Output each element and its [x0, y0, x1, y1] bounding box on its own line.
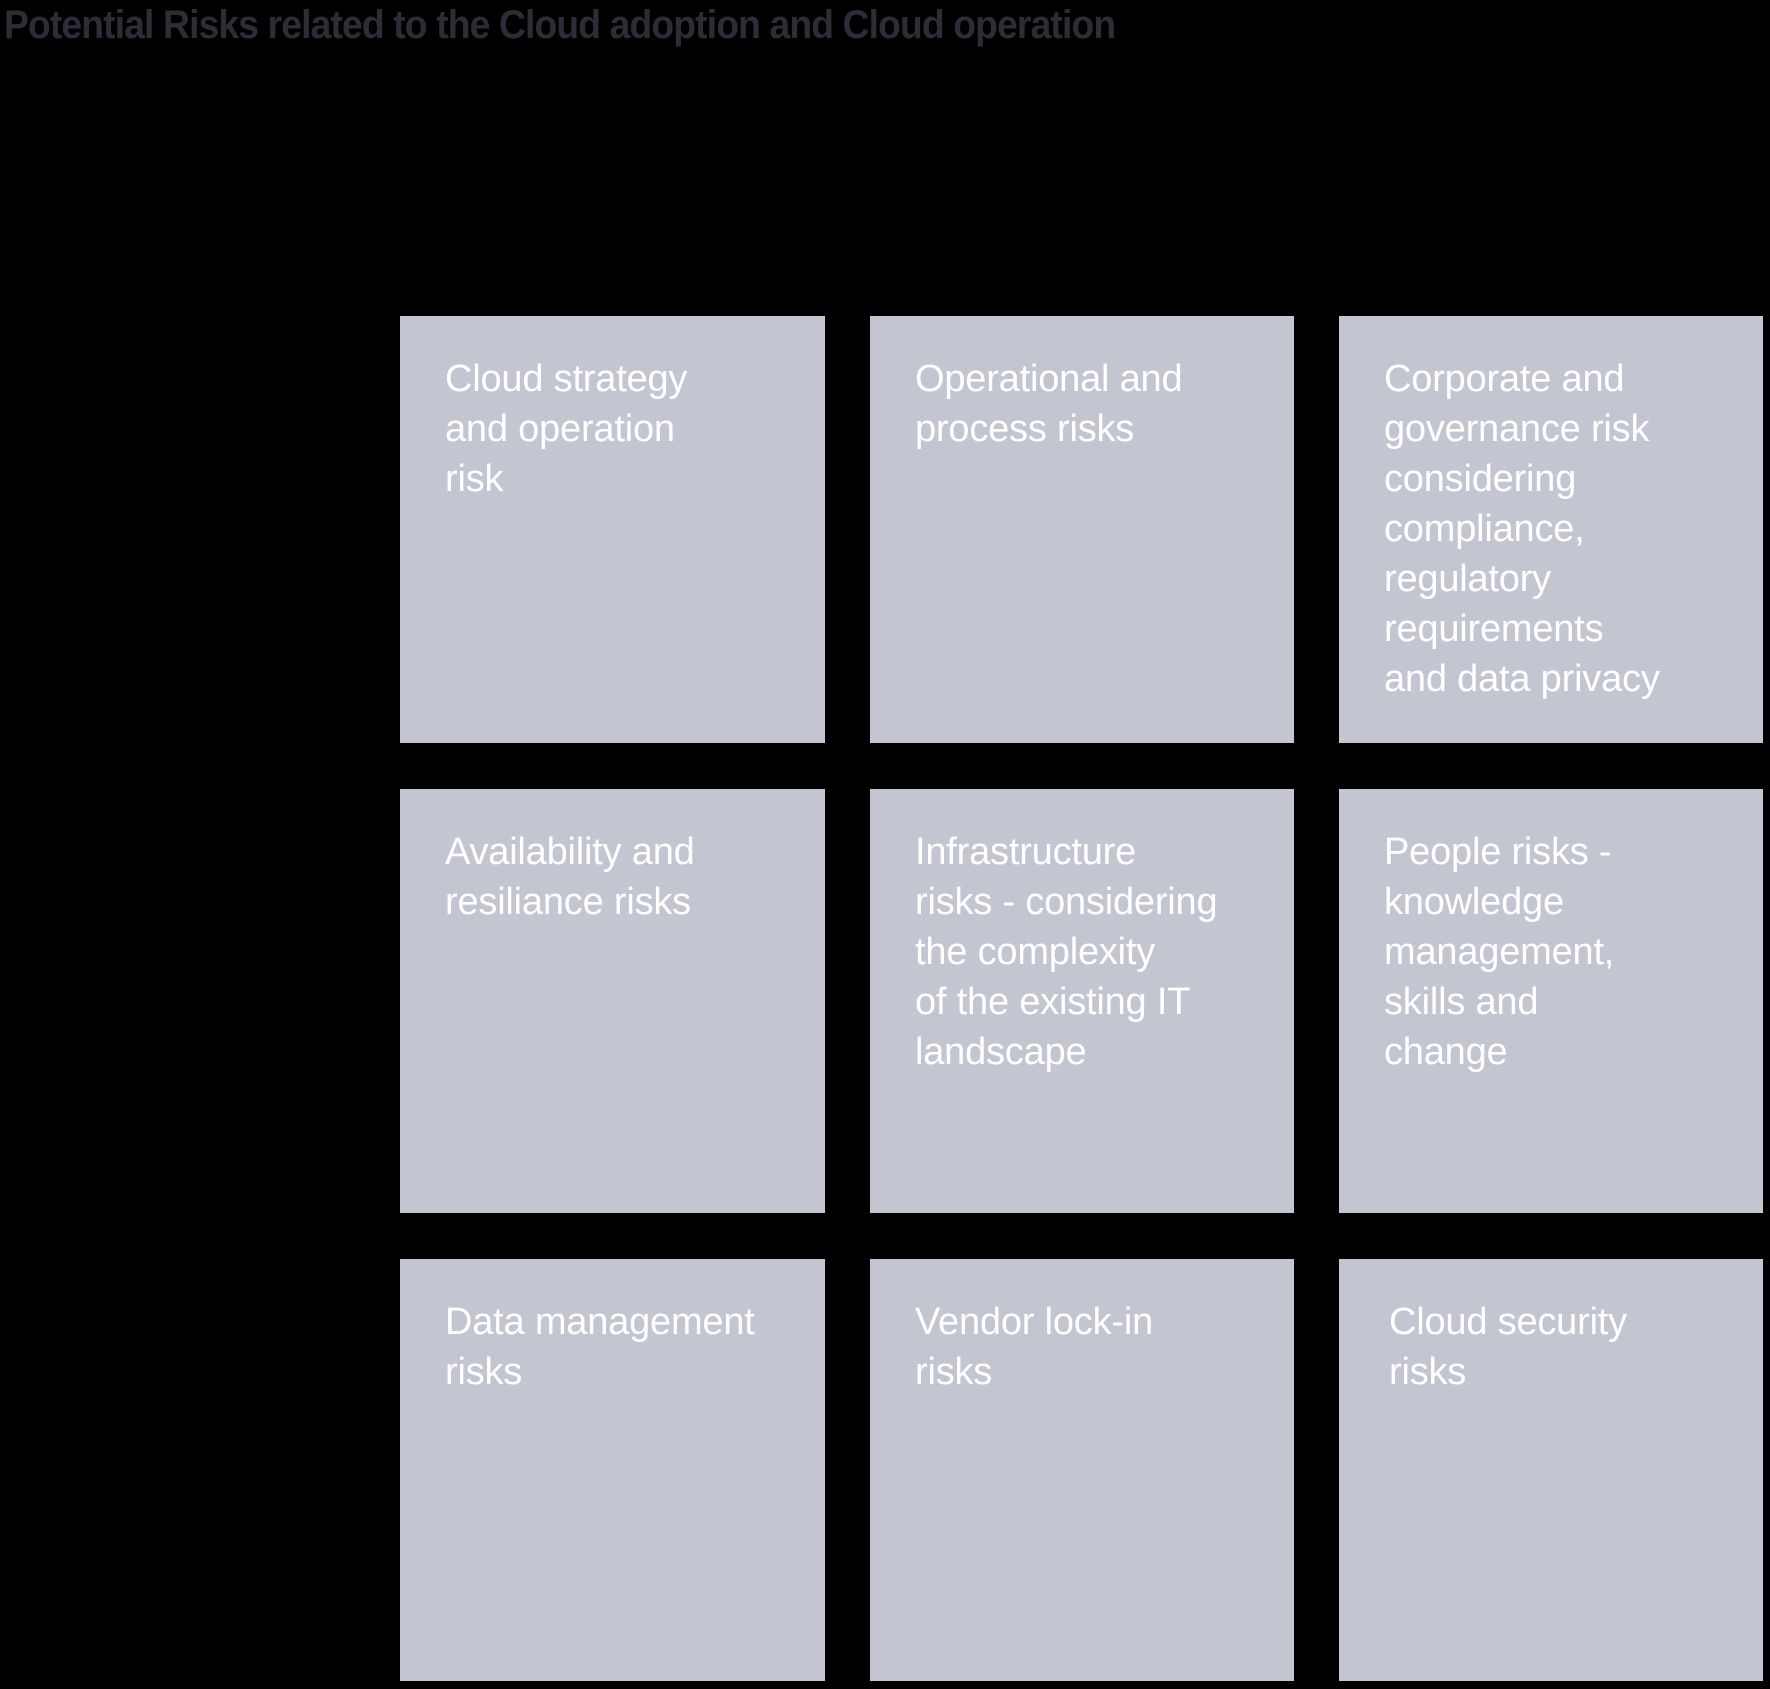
risk-card-data-management-risks[interactable]: Data management risks [400, 1259, 825, 1681]
risk-card-label: Cloud security risks [1389, 1301, 1627, 1393]
risk-card-label: Operational and process risks [915, 358, 1183, 450]
risk-card-label: Availability and resiliance risks [445, 831, 695, 923]
risk-card-vendor-lock-in-risks[interactable]: Vendor lock-in risks [870, 1259, 1294, 1681]
page-title: Potential Risks related to the Cloud ado… [4, 3, 1116, 47]
risk-card-people-risks[interactable]: People risks - knowledge management, ski… [1339, 789, 1763, 1213]
risk-card-operational-and-process-risks[interactable]: Operational and process risks [870, 316, 1294, 743]
risk-card-corporate-and-governance-risk[interactable]: Corporate and governance risk considerin… [1339, 316, 1763, 743]
risk-card-label: Data management risks [445, 1301, 755, 1393]
risk-grid: Cloud strategy and operation risk Operat… [400, 316, 1763, 1689]
risk-card-cloud-strategy-and-operation-risk[interactable]: Cloud strategy and operation risk [400, 316, 825, 743]
risk-card-label: People risks - knowledge management, ski… [1384, 831, 1615, 1073]
risk-card-label: Infrastructure risks - considering the c… [915, 831, 1218, 1073]
risk-card-label: Cloud strategy and operation risk [445, 358, 688, 500]
risk-card-label: Corporate and governance risk considerin… [1384, 358, 1660, 700]
risk-card-cloud-security-risks[interactable]: Cloud security risks [1339, 1259, 1763, 1681]
risk-card-label: Vendor lock-in risks [915, 1301, 1154, 1393]
risk-card-infrastructure-risks[interactable]: Infrastructure risks - considering the c… [870, 789, 1294, 1213]
risk-card-availability-and-resiliance-risks[interactable]: Availability and resiliance risks [400, 789, 825, 1213]
